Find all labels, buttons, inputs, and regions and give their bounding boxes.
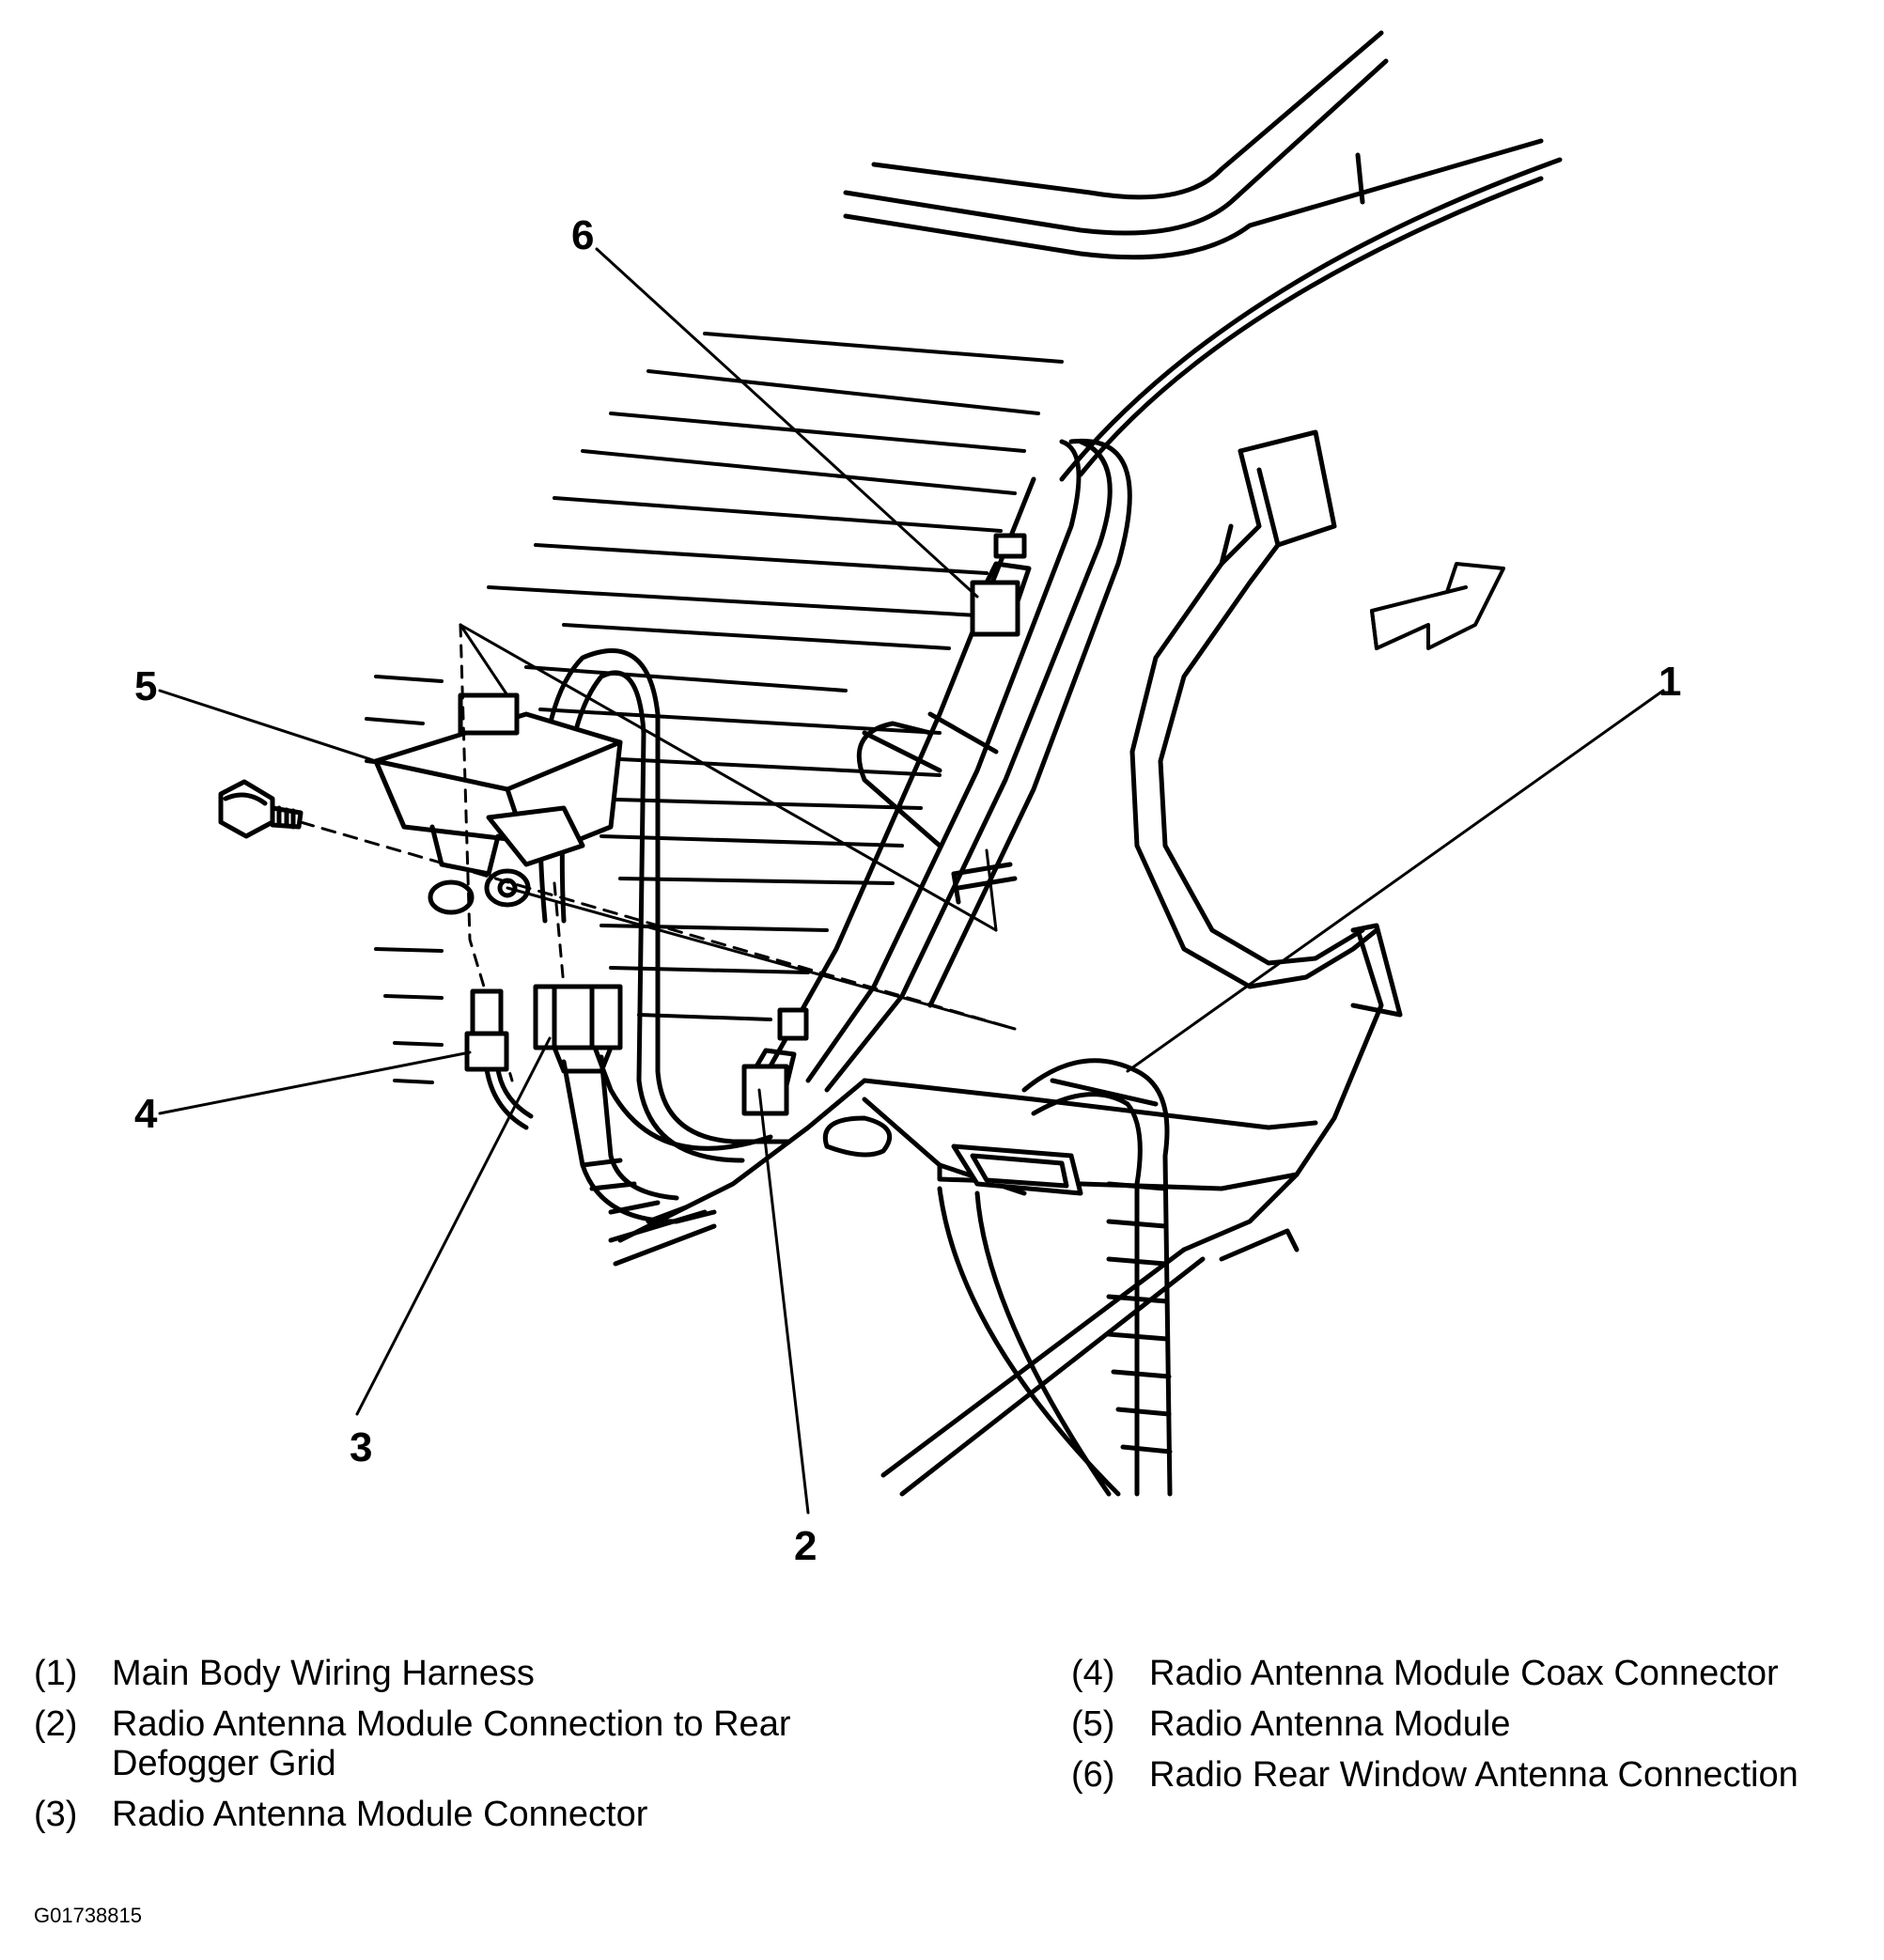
legend-text: Radio Antenna Module Coax Connector xyxy=(1149,1654,1779,1693)
legend-item-2: (2) Radio Antenna Module Connection to R… xyxy=(34,1704,901,1783)
figure-id: G01738815 xyxy=(34,1904,142,1927)
callout-1: 1 xyxy=(1658,659,1681,705)
legend-text: Radio Antenna Module Connection to Rear … xyxy=(112,1704,791,1783)
rear-window-antenna-connection xyxy=(970,533,1032,637)
leader-lines xyxy=(158,247,1665,1515)
coax-connector xyxy=(464,988,534,1130)
legend-column-left: (1) Main Body Wiring Harness (2) Radio A… xyxy=(34,1654,992,1845)
legend-text: Radio Antenna Module xyxy=(1149,1704,1511,1744)
legend-number: (1) xyxy=(34,1654,78,1693)
callout-4: 4 xyxy=(134,1091,158,1137)
module-connector xyxy=(533,984,623,1074)
main-body-wiring-harness xyxy=(1021,1058,1173,1497)
callout-2: 2 xyxy=(794,1523,817,1569)
legend-number: (2) xyxy=(34,1704,78,1744)
lower-floor-panel xyxy=(617,1078,1318,1497)
legend-number: (5) xyxy=(1071,1704,1115,1744)
callout-3: 3 xyxy=(350,1424,372,1470)
defogger-grid-connection xyxy=(741,862,1018,1116)
roof-contour xyxy=(843,30,1563,482)
leader-line-1 xyxy=(1126,689,1665,1073)
leader-line-3 xyxy=(355,1036,552,1416)
mounting-bolt-icon xyxy=(218,779,304,839)
legend-item-5: (5) Radio Antenna Module xyxy=(1071,1704,1879,1744)
legend-text: Main Body Wiring Harness xyxy=(112,1654,535,1693)
legend-item-4: (4) Radio Antenna Module Coax Connector xyxy=(1071,1654,1879,1693)
parts-legend: (1) Main Body Wiring Harness (2) Radio A… xyxy=(0,1654,1884,1879)
inner-trim-panel xyxy=(1129,429,1403,1252)
legend-text: Radio Rear Window Antenna Connection xyxy=(1149,1755,1798,1795)
legend-column-right: (4) Radio Antenna Module Coax Connector … xyxy=(1071,1654,1879,1806)
direction-arrow-icon xyxy=(1370,562,1505,650)
legend-number: (3) xyxy=(34,1795,78,1834)
leader-line-4 xyxy=(158,1050,472,1115)
leader-line-6 xyxy=(595,247,979,599)
leader-line-5 xyxy=(158,689,378,763)
leader-line-2 xyxy=(757,1088,810,1515)
callout-5: 5 xyxy=(134,663,157,709)
legend-item-1: (1) Main Body Wiring Harness xyxy=(34,1654,992,1693)
legend-text: Radio Antenna Module Connector xyxy=(112,1795,648,1834)
glass-hatching xyxy=(365,332,1064,1084)
legend-number: (6) xyxy=(1071,1755,1115,1795)
legend-number: (4) xyxy=(1071,1654,1115,1693)
antenna-module-diagram: 6 5 1 4 3 2 xyxy=(134,30,1681,1569)
branch-harness xyxy=(561,1054,717,1267)
legend-item-3: (3) Radio Antenna Module Connector xyxy=(34,1795,992,1834)
radio-antenna-module xyxy=(373,692,623,915)
callout-6: 6 xyxy=(571,212,594,258)
legend-item-6: (6) Radio Rear Window Antenna Connection xyxy=(1071,1755,1879,1795)
